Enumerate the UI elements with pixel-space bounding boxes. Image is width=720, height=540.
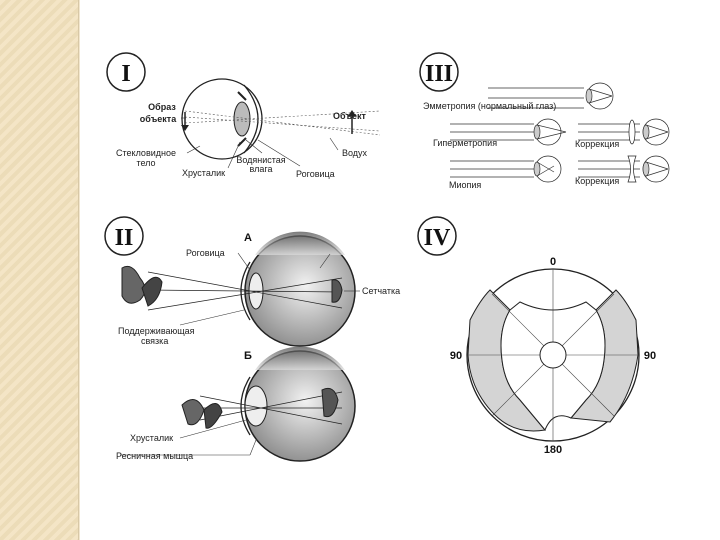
label-lens: Хрусталик xyxy=(182,168,225,178)
panel-iv-numeral: IV xyxy=(424,225,451,251)
label-image-line1: Образ xyxy=(148,102,176,112)
label-ligament-line1: Поддерживающая xyxy=(118,326,195,336)
numeral-circle xyxy=(106,52,146,92)
label-emmetropia: Эмметропия (нормальный глаз) xyxy=(423,101,556,111)
refraction-diagrams xyxy=(450,82,670,183)
label-180: 180 xyxy=(544,444,562,456)
eye-diagram-b xyxy=(120,346,356,462)
label-retina: Сетчатка xyxy=(362,286,400,296)
label-correction-2: Коррекция xyxy=(575,176,619,186)
label-cornea-ii: Роговица xyxy=(186,248,225,258)
label-air: Водух xyxy=(342,148,368,158)
numeral-circle xyxy=(104,216,144,256)
label-correction-1: Коррекция xyxy=(575,139,619,149)
label-90-left: 90 xyxy=(450,350,462,362)
label-ligament-line2: связка xyxy=(141,336,168,346)
diagram-sheet xyxy=(80,0,720,540)
label-aqueous-line2: влага xyxy=(250,164,273,174)
label-ciliary-muscle: Ресничная мышца xyxy=(116,451,193,461)
label-vitreous-line1: Стекловидное xyxy=(116,148,176,158)
label-lens-ii: Хрусталик xyxy=(130,433,173,443)
panel-iii: III xyxy=(419,52,670,190)
label-hypermetropia: Гиперметропия xyxy=(433,138,497,148)
decorative-stripe xyxy=(0,0,79,540)
label-aqueous-line1: Водянистая xyxy=(236,155,285,165)
numeral-circle xyxy=(419,52,459,92)
label-vitreous-line2: тело xyxy=(136,158,155,168)
label-cornea: Роговица xyxy=(296,169,335,179)
label-myopia: Миопия xyxy=(449,180,481,190)
label-image-line2: объекта xyxy=(140,114,177,124)
label-b: Б xyxy=(244,350,252,362)
label-90-right: 90 xyxy=(644,350,656,362)
eye-diagram-a xyxy=(121,231,360,347)
label-0: 0 xyxy=(550,256,556,268)
numeral-circle xyxy=(417,216,457,256)
label-object: Объект xyxy=(333,111,367,121)
panel-ii-numeral: II xyxy=(115,225,134,251)
eye-diagram-i xyxy=(181,78,381,169)
visual-field-chart xyxy=(466,268,640,442)
panel-i-numeral: I xyxy=(121,61,130,87)
panel-ii: II xyxy=(104,216,400,462)
label-a: А xyxy=(244,232,252,244)
panel-iv: IV 0 90 90 180 xyxy=(417,216,656,456)
panel-i: I xyxy=(106,52,381,179)
panel-iii-numeral: III xyxy=(425,61,453,87)
